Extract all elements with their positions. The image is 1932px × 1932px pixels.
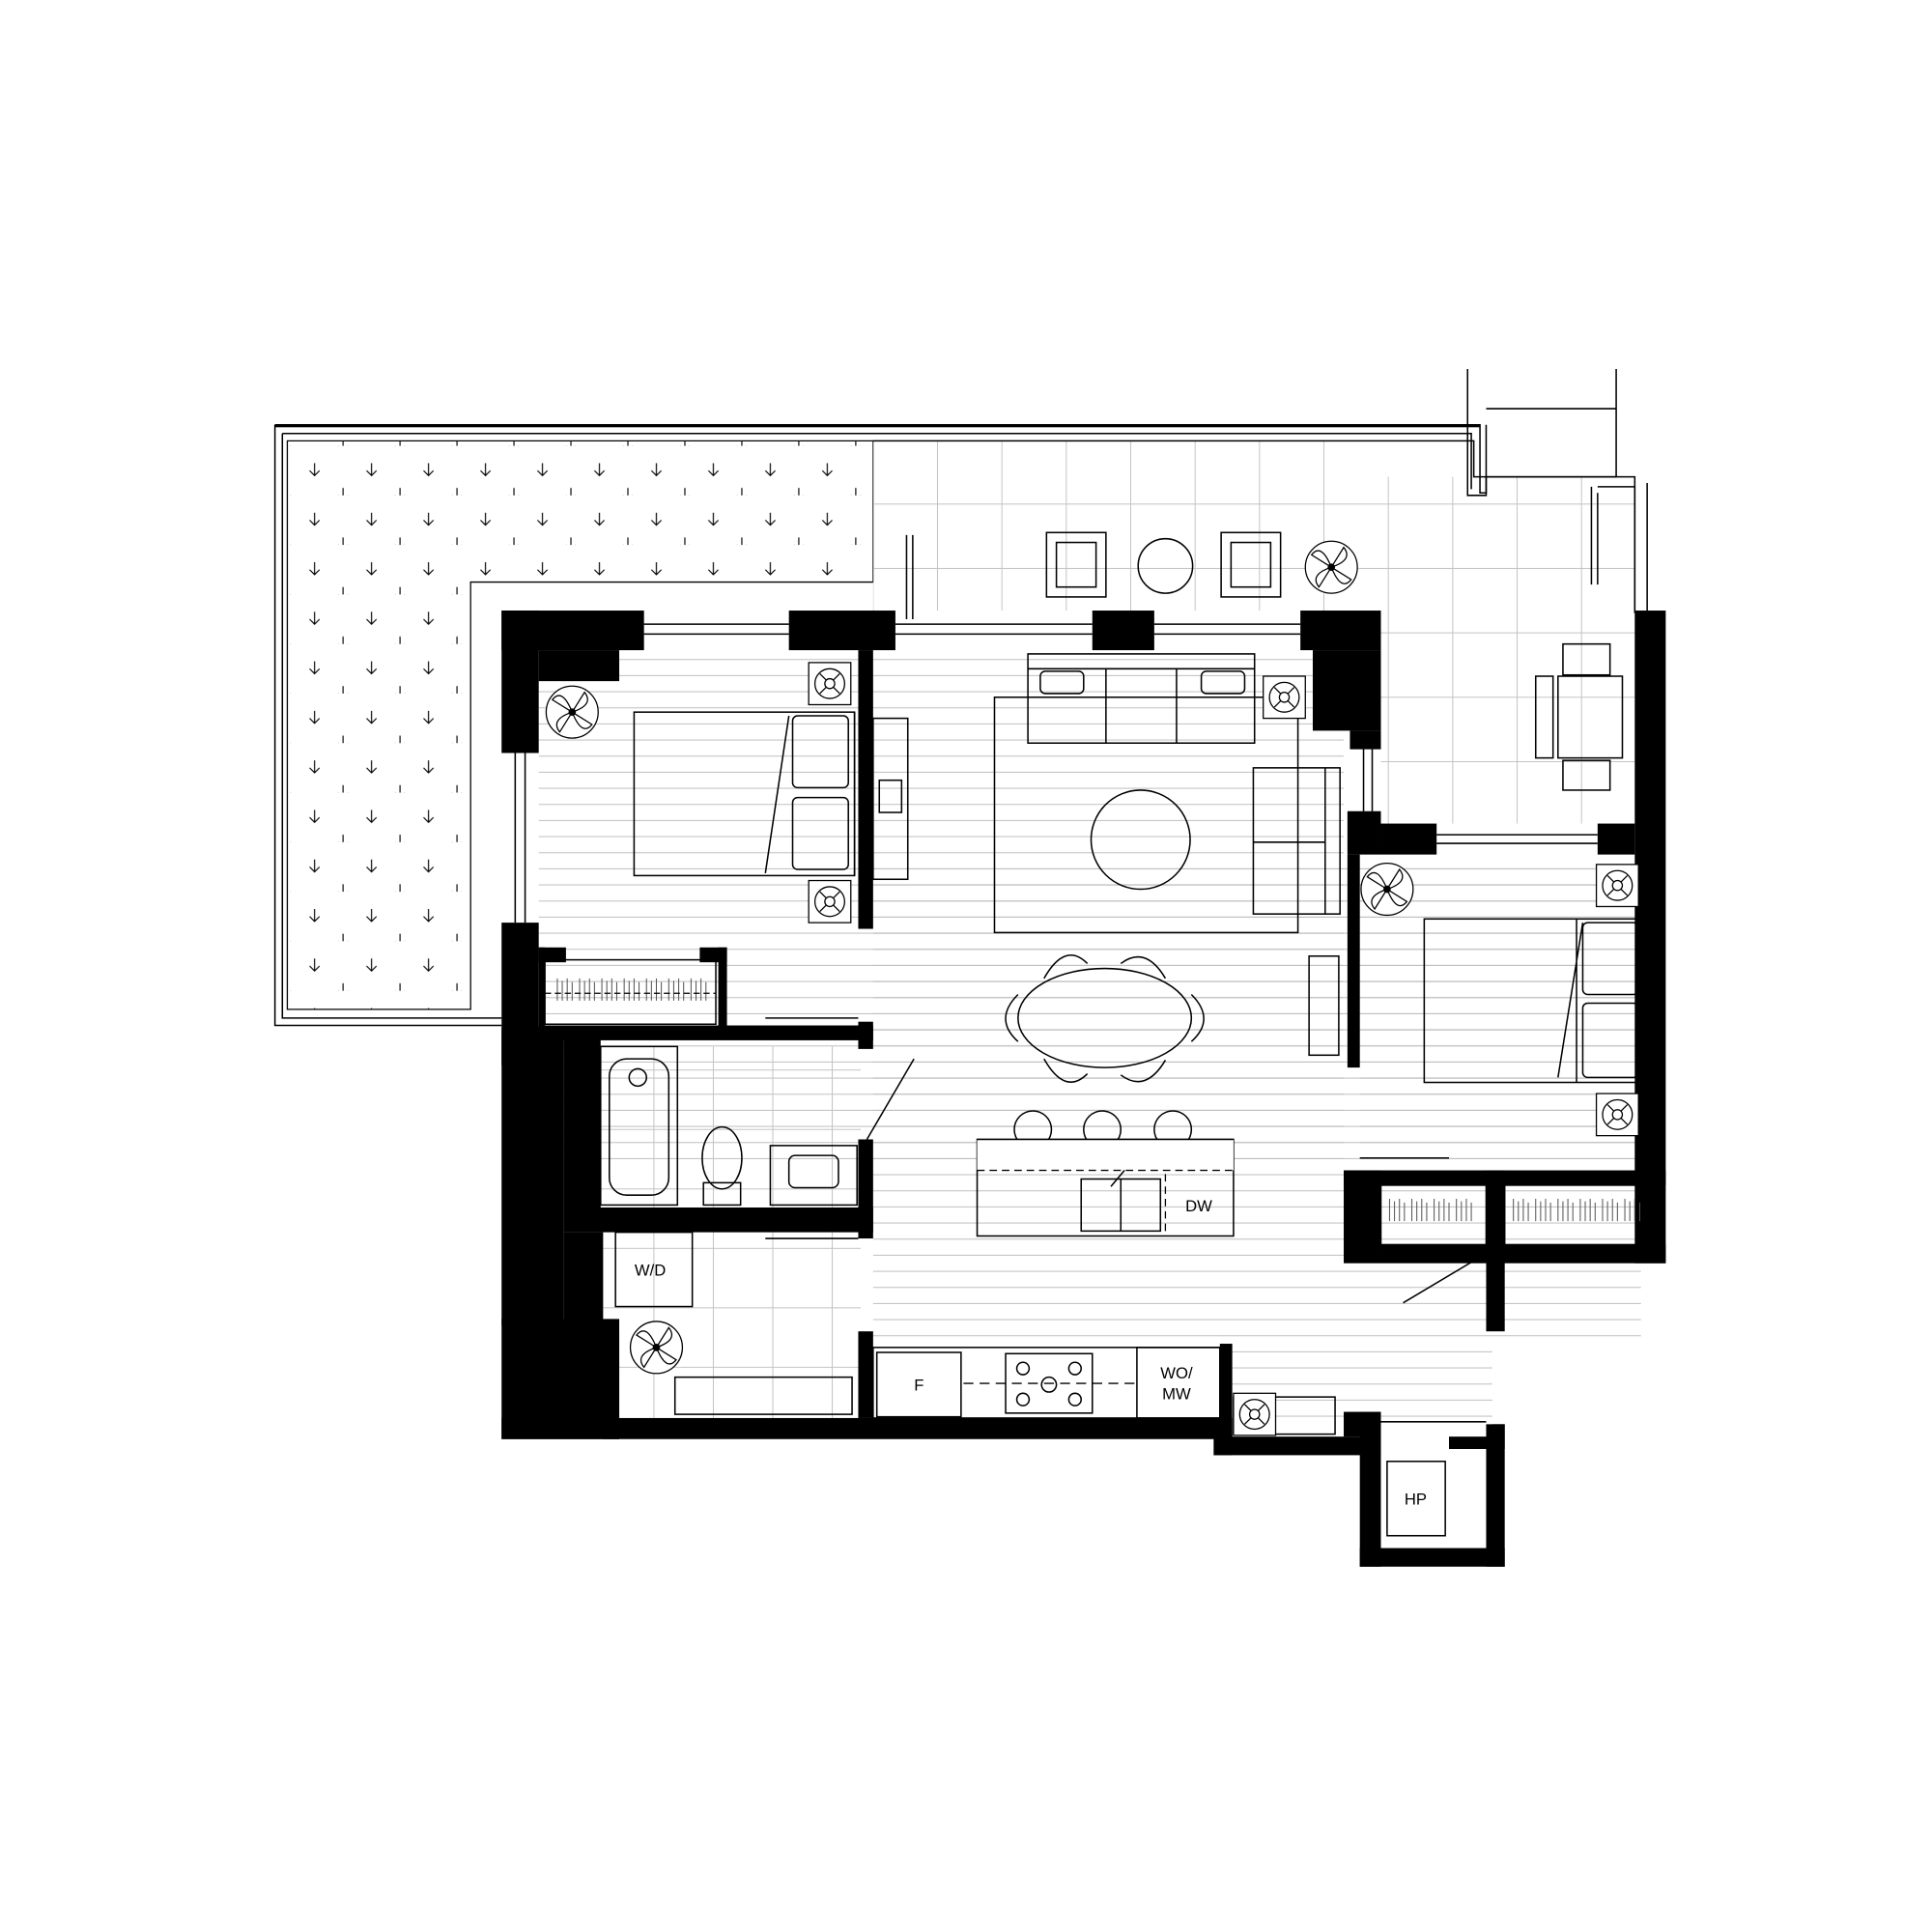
tv-console xyxy=(872,717,909,881)
cooktop xyxy=(1005,1352,1094,1414)
bedroom-2 xyxy=(1359,862,1648,1304)
vanity xyxy=(769,1145,858,1207)
walls xyxy=(501,611,1666,1567)
bed xyxy=(1423,918,1646,1084)
fridge xyxy=(875,1351,962,1418)
fan-icon xyxy=(1233,1392,1277,1436)
coffee-table xyxy=(1090,789,1191,891)
shelf xyxy=(673,1376,853,1415)
nightstand-icon xyxy=(808,662,852,706)
fridge-label: F xyxy=(914,1377,923,1395)
nightstand-icon xyxy=(808,879,852,923)
patio-chair xyxy=(1045,531,1107,598)
patio-table xyxy=(1137,537,1194,594)
bathtub xyxy=(600,1045,679,1207)
sofa xyxy=(1027,653,1256,744)
media-console xyxy=(1308,954,1340,1057)
plant-icon xyxy=(629,1321,684,1375)
plant-icon xyxy=(1304,540,1358,594)
toilet xyxy=(701,1125,743,1190)
armchair xyxy=(1252,767,1341,915)
nightstand-icon xyxy=(1595,1093,1639,1137)
laundry-tiles xyxy=(603,1232,862,1418)
entry: HP xyxy=(1233,1392,1487,1537)
closet xyxy=(1503,1184,1648,1246)
dishwasher-label: DW xyxy=(1185,1197,1212,1215)
windows xyxy=(514,623,1598,923)
rug xyxy=(993,696,1299,934)
terrace xyxy=(273,369,1648,1027)
wall-oven-label-line2: MW xyxy=(1162,1385,1191,1404)
closet xyxy=(1379,1184,1488,1246)
wall-oven-label-line1: WO/ xyxy=(1160,1364,1193,1382)
living-room xyxy=(866,653,1341,1140)
patio-tiles xyxy=(872,440,1381,611)
closet xyxy=(544,958,717,1026)
heat-pump-label: HP xyxy=(1405,1491,1427,1509)
door-swing xyxy=(1403,1256,1481,1304)
nightstand-icon xyxy=(1595,864,1639,908)
kitchen: DW F WO/ MW xyxy=(872,1110,1235,1419)
plant-icon xyxy=(545,685,599,739)
heat-pump xyxy=(1386,1461,1446,1537)
interior-floor xyxy=(538,650,1641,1418)
patio-chair xyxy=(1562,642,1611,676)
dining-chairs xyxy=(1005,954,1205,1083)
washer-dryer xyxy=(614,1231,694,1308)
side-table-icon xyxy=(1263,675,1306,720)
patio-table xyxy=(1557,675,1624,759)
washer-dryer-label: W/D xyxy=(635,1262,666,1280)
plant-icon xyxy=(1360,862,1414,917)
railing xyxy=(1466,369,1617,497)
patio-chair xyxy=(1220,531,1282,598)
door-swing xyxy=(866,1058,915,1140)
bedroom-1 xyxy=(544,662,909,1026)
wall-oven-microwave xyxy=(1136,1347,1221,1419)
dining-table xyxy=(1017,967,1193,1068)
bathroom-tiles xyxy=(600,1046,862,1208)
bathroom: W/D xyxy=(600,1045,859,1415)
